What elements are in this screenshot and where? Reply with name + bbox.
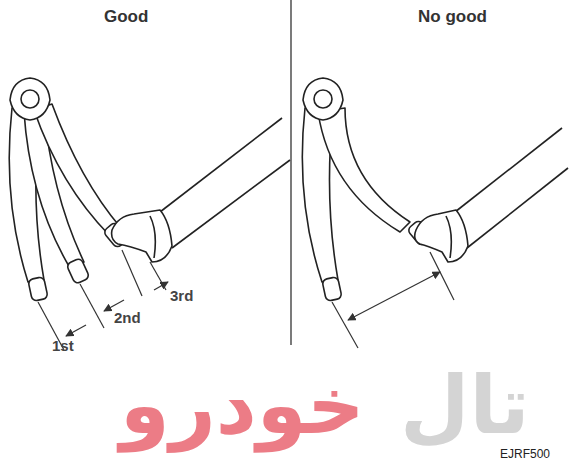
pedal-positions [9, 78, 129, 301]
dimension-lines [332, 252, 454, 348]
watermark: خودرو [120, 362, 365, 450]
position-label: 1st [52, 338, 74, 355]
position-label: 3rd [170, 288, 193, 305]
position-label: 2nd [114, 310, 141, 327]
dimension-lines [38, 250, 168, 350]
pedal-no-good [302, 78, 568, 301]
panel-divider [290, 0, 291, 345]
watermark: تال [400, 362, 530, 450]
figure-code: EJRF500 [500, 448, 550, 461]
foot [112, 118, 290, 262]
panel-heading: Good [104, 8, 148, 27]
panel-heading: No good [418, 8, 487, 27]
